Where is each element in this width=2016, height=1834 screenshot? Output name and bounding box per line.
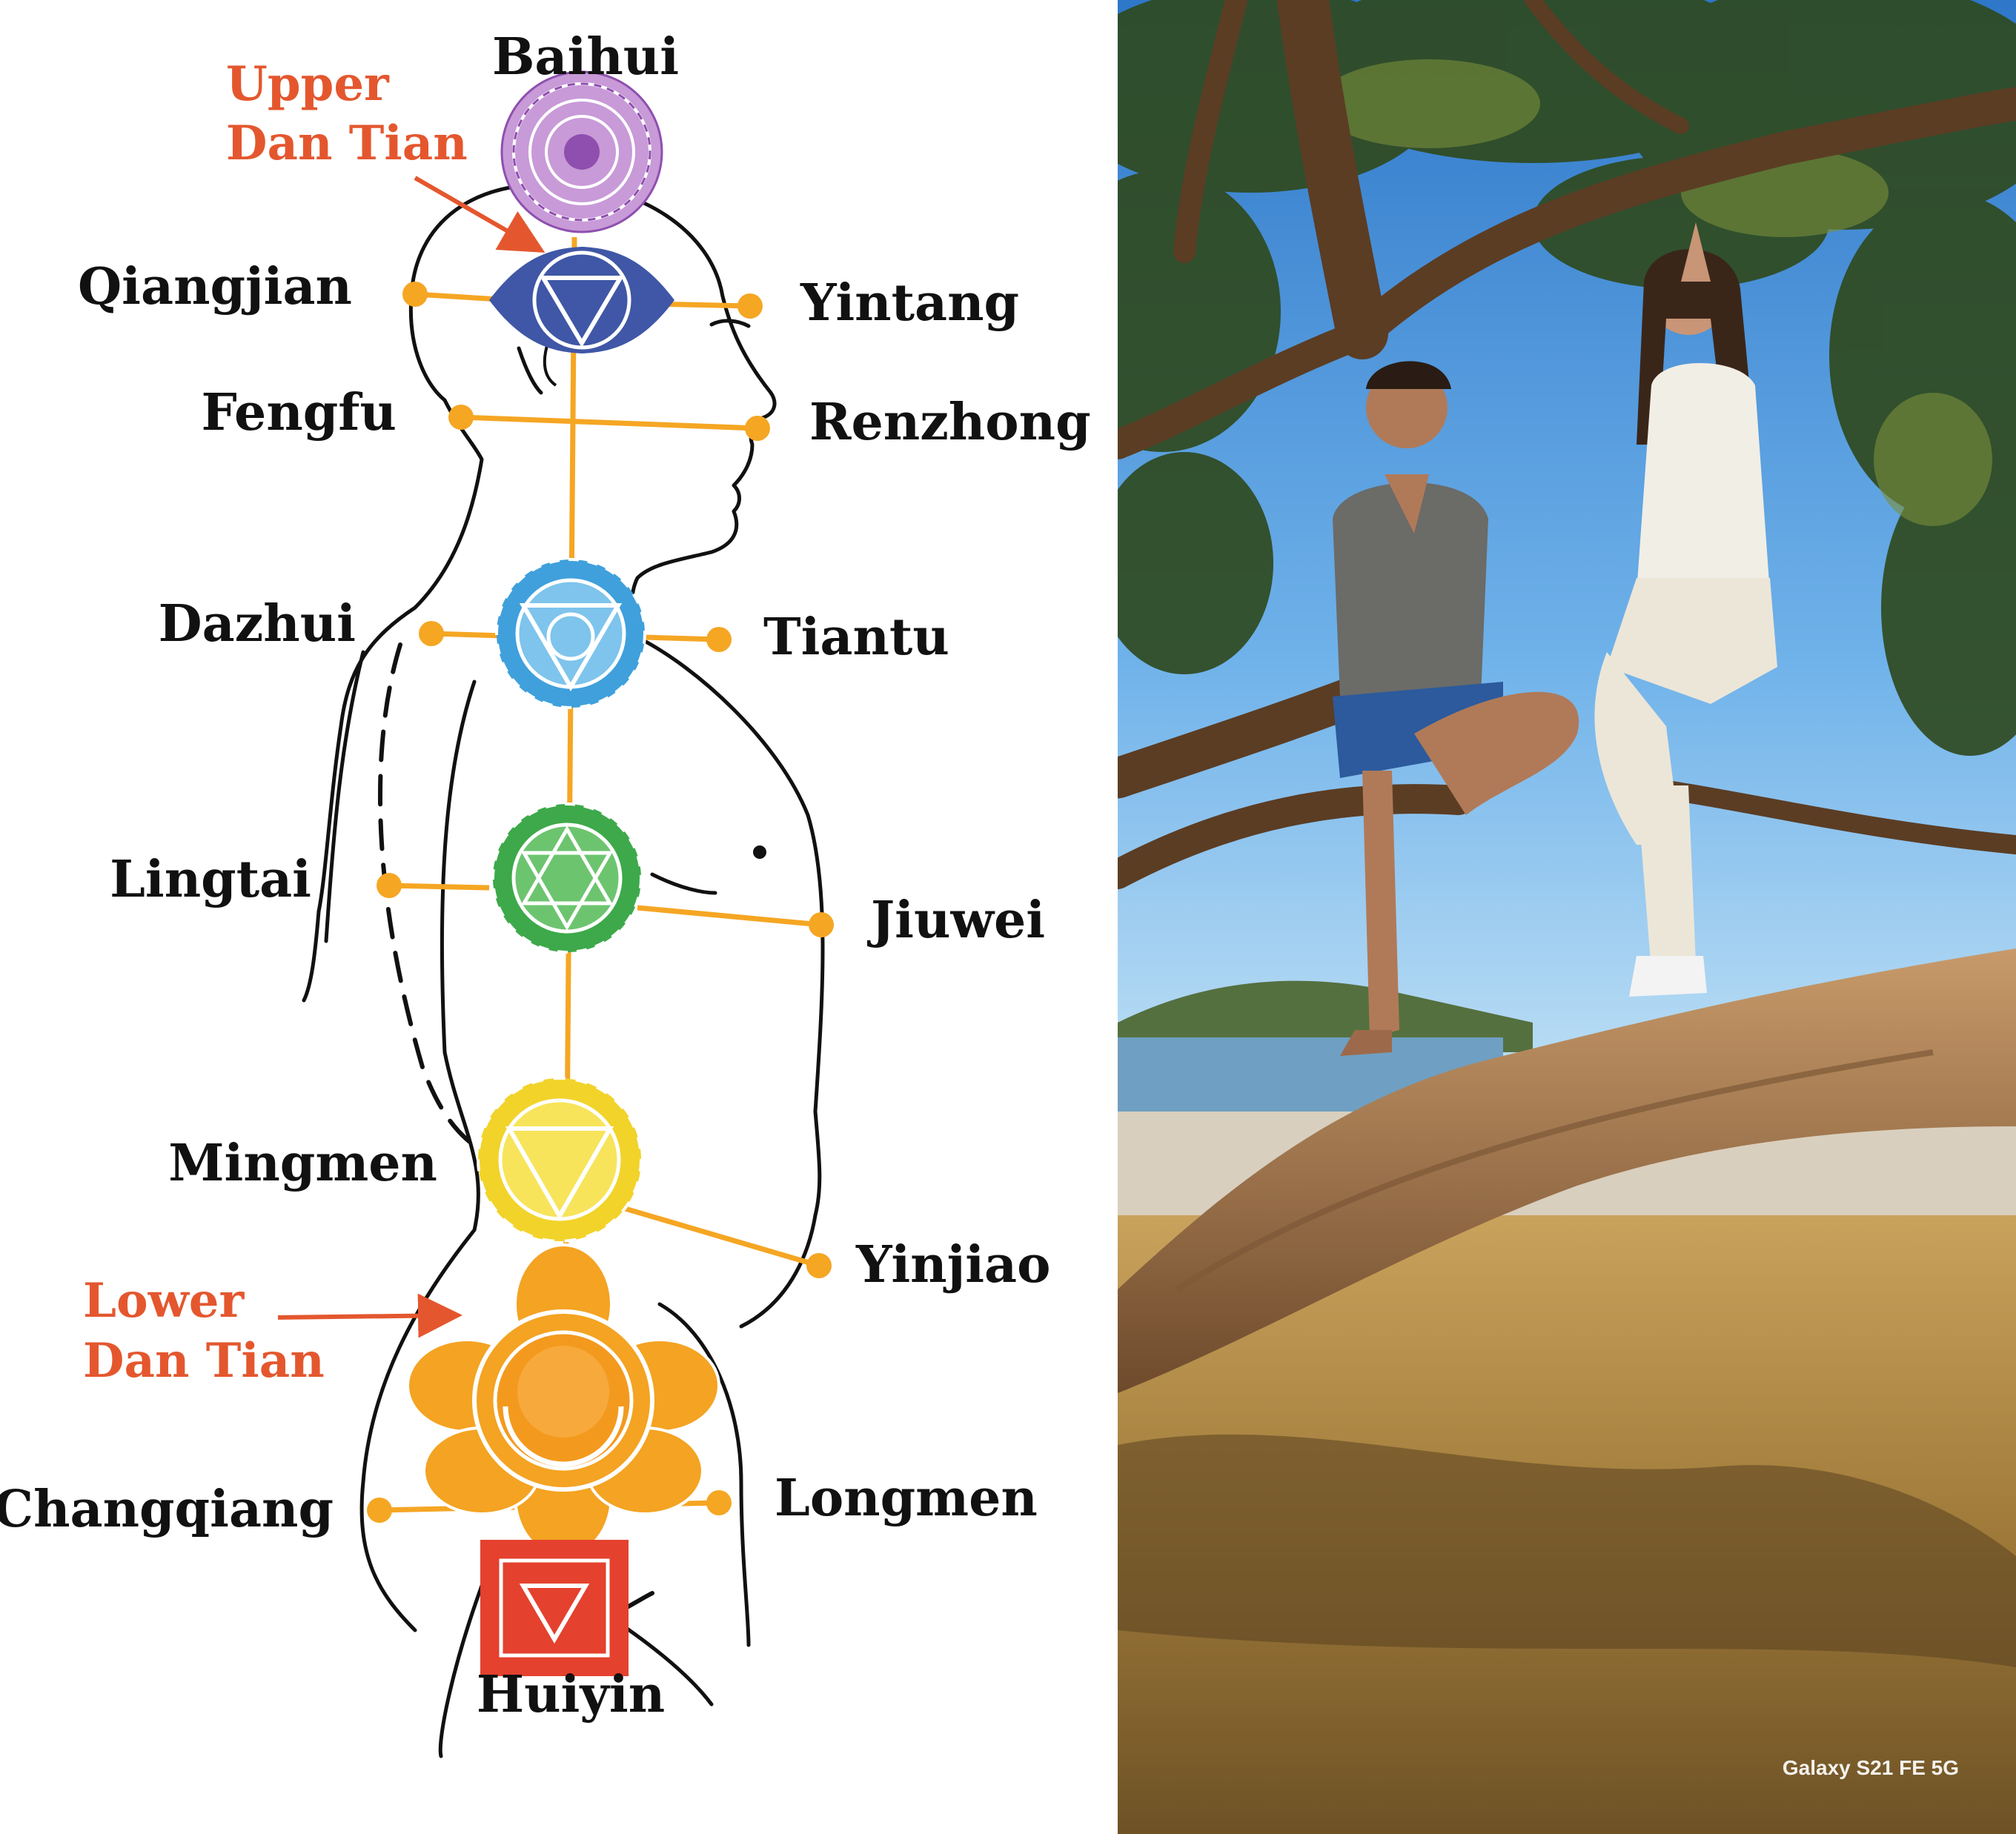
label-changqiang: Changqiang bbox=[0, 1480, 334, 1539]
label-huiyin: Huiyin bbox=[477, 1665, 665, 1724]
lower-dan-tian-arrow bbox=[277, 1293, 462, 1338]
label-lower-dan-tian-line1: Lower bbox=[83, 1273, 245, 1329]
label-renzhong: Renzhong bbox=[809, 393, 1091, 452]
point-tiantu bbox=[706, 627, 732, 652]
tree-limb bbox=[1118, 948, 2016, 1393]
camera-watermark: Galaxy S21 FE 5G bbox=[1783, 1756, 1959, 1779]
tree-limb-bark-texture bbox=[1175, 1049, 1934, 1292]
label-jiuwei: Jiuwei bbox=[867, 891, 1045, 950]
label-lower-dan-tian-line2: Dan Tian bbox=[83, 1333, 325, 1389]
point-yintang bbox=[737, 293, 763, 319]
meridian-diagram-panel: Baihui Qiangjian Yintang Fengfu Renzhong… bbox=[0, 27, 1091, 1758]
sacral-chakra-symbol bbox=[406, 1243, 720, 1558]
label-fengfu: Fengfu bbox=[202, 383, 397, 442]
acupoints bbox=[367, 282, 834, 1523]
pine-foliage bbox=[1118, 0, 2016, 756]
label-yintang: Yintang bbox=[800, 273, 1019, 333]
nipple-mark bbox=[753, 845, 766, 859]
label-yinjiao: Yinjiao bbox=[855, 1235, 1050, 1295]
point-longmen bbox=[706, 1490, 732, 1515]
tree-branches bbox=[1118, 0, 2016, 889]
person-man bbox=[1333, 361, 1579, 1056]
label-longmen: Longmen bbox=[775, 1469, 1038, 1528]
upper-dan-tian-arrow bbox=[414, 176, 546, 253]
point-jiuwei bbox=[809, 912, 834, 937]
label-lingtai: Lingtai bbox=[110, 850, 311, 909]
point-qiangjian bbox=[402, 282, 428, 307]
point-yinjiao bbox=[806, 1253, 832, 1278]
point-lingtai bbox=[377, 873, 402, 898]
root-chakra-symbol bbox=[480, 1540, 629, 1676]
point-changqiang bbox=[367, 1498, 392, 1523]
grass-shadows bbox=[1118, 1434, 2016, 1667]
point-dazhui bbox=[419, 621, 444, 646]
photo-panel: Galaxy S21 FE 5G bbox=[1118, 0, 2016, 1834]
solar-plexus-chakra-symbol bbox=[477, 1077, 643, 1243]
heart-chakra-symbol bbox=[491, 803, 643, 954]
label-upper-dan-tian-line2: Dan Tian bbox=[226, 116, 468, 171]
point-renzhong bbox=[745, 416, 770, 441]
crown-chakra-symbol bbox=[500, 70, 663, 233]
label-baihui: Baihui bbox=[492, 27, 679, 87]
label-tiantu: Tiantu bbox=[763, 608, 949, 667]
tree-yoga-photo: Galaxy S21 FE 5G bbox=[1118, 0, 2016, 1834]
third-eye-chakra-symbol bbox=[489, 247, 674, 353]
person-woman bbox=[1594, 222, 1777, 997]
distant-hill bbox=[1118, 980, 1533, 1052]
point-fengfu bbox=[448, 405, 474, 430]
label-dazhui: Dazhui bbox=[159, 594, 356, 654]
throat-chakra-symbol bbox=[495, 558, 646, 709]
label-qiangjian: Qiangjian bbox=[78, 257, 352, 316]
label-mingmen: Mingmen bbox=[168, 1134, 437, 1193]
label-upper-dan-tian-line1: Upper bbox=[226, 56, 390, 112]
meridian-diagram: Baihui Qiangjian Yintang Fengfu Renzhong… bbox=[0, 27, 1091, 1758]
